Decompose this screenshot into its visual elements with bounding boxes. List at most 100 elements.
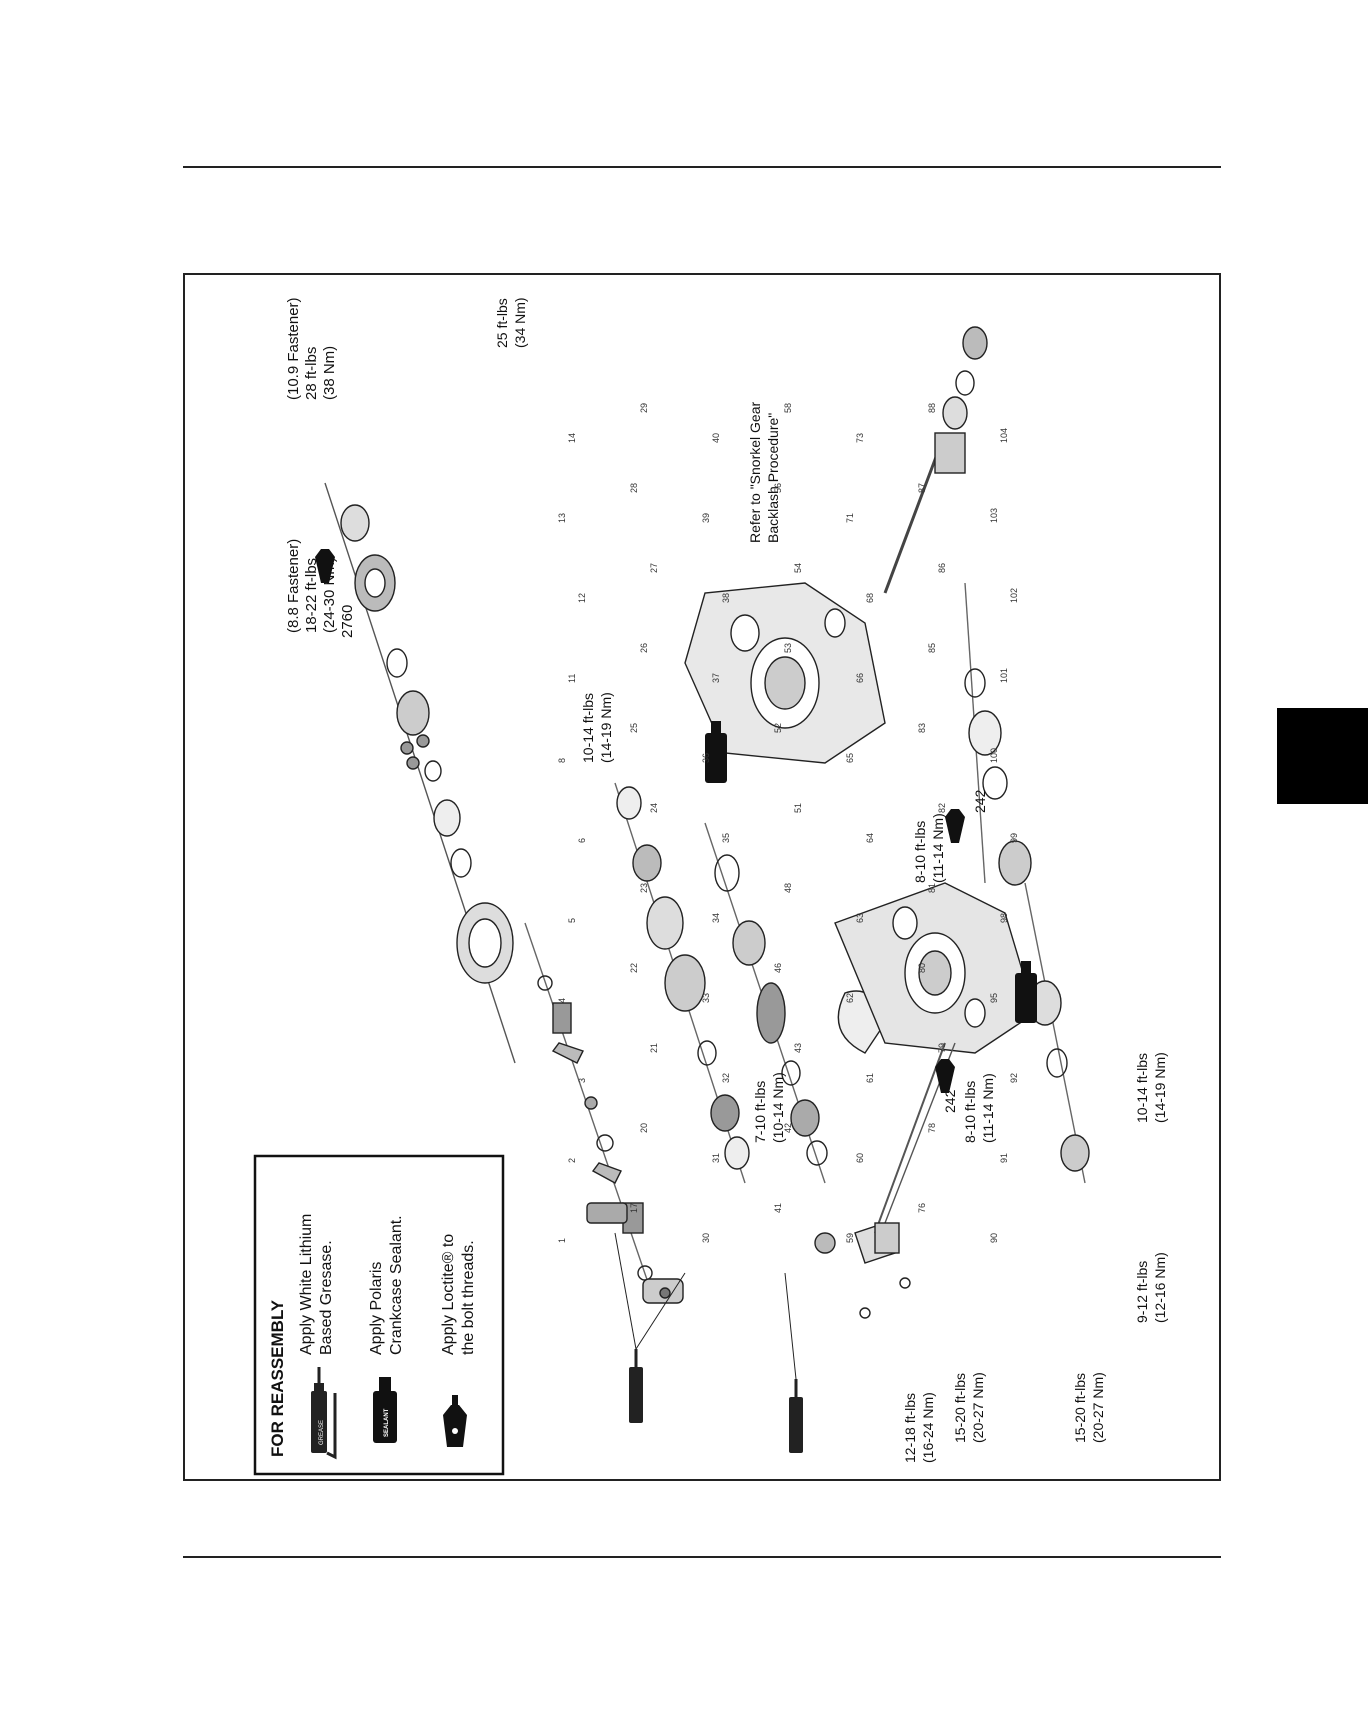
part-number-label: 43: [793, 1043, 803, 1053]
part-number-label: 76: [917, 1203, 927, 1213]
diagram-loctite-icon-1: [315, 549, 335, 583]
diagram-sealant-tube-1: [705, 721, 727, 783]
part-number-label: 21: [649, 1043, 659, 1053]
part-number-label: 60: [855, 1153, 865, 1163]
legend-line-3a: Apply Loctite® to: [440, 1234, 457, 1355]
part-number-label: 62: [845, 993, 855, 1003]
part-number-label: 22: [629, 963, 639, 973]
legend-line-2a: Apply Polaris: [368, 1262, 385, 1355]
part-number-label: 59: [845, 1233, 855, 1243]
part-number-label: 78: [927, 1123, 937, 1133]
part-number-label: 40: [711, 433, 721, 443]
part-number-label: 28: [629, 483, 639, 493]
part-number-label: 1: [557, 1238, 567, 1243]
callout-15-20-b-1: 15-20 ft-lbs: [952, 1373, 968, 1443]
part-number-label: 33: [701, 993, 711, 1003]
part-number-label: 34: [711, 913, 721, 923]
diagram-grease-tube-2: [784, 1272, 803, 1453]
part-number-label: 13: [557, 513, 567, 523]
upper-gear-stack: [324, 482, 516, 1064]
part-number-label: 79: [937, 1043, 947, 1053]
reassembly-legend: FOR REASSEMBLY GREASE Apply White Lithiu…: [253, 1154, 505, 1476]
part-number-label: 58: [783, 403, 793, 413]
diagram-loctite-icon-2: [945, 809, 965, 843]
part-number-label: 35: [721, 833, 731, 843]
part-number-label: 8: [557, 758, 567, 763]
callout-25-1: 25 ft-lbs: [494, 298, 510, 348]
snorkel-shaft: [883, 326, 988, 594]
part-number-label: 80: [917, 963, 927, 973]
part-number-label: 95: [989, 993, 999, 1003]
part-number-layer: 1234568111213141720212223242526272829303…: [557, 403, 1019, 1243]
part-number-label: 102: [1009, 588, 1019, 603]
shift-fork-row: [524, 922, 656, 1304]
chapter-tab[interactable]: [1277, 708, 1368, 804]
part-number-label: 25: [629, 723, 639, 733]
callout-10-14-a-1: 10-14 ft-lbs: [580, 693, 596, 763]
diagram-grease-tube-1: [614, 1232, 686, 1423]
sealant-tube-icon: SEALANT: [373, 1377, 397, 1443]
part-number-label: 83: [917, 723, 927, 733]
grease-tube-icon: GREASE: [311, 1367, 337, 1460]
part-number-label: 52: [773, 723, 783, 733]
legend-line-2b: Crankcase Sealant.: [388, 1215, 405, 1355]
part-number-label: 99: [1009, 833, 1019, 843]
part-number-label: 101: [999, 668, 1009, 683]
legend-title: FOR REASSEMBLY: [268, 1299, 287, 1457]
part-number-label: 68: [865, 593, 875, 603]
callout-12-18-1: 12-18 ft-lbs: [902, 1393, 918, 1463]
callout-8-8-2: 18-22 ft-lbs: [303, 558, 320, 633]
callout-8-10-a-1: 8-10 ft-lbs: [912, 821, 928, 883]
grease-tag: GREASE: [319, 1420, 325, 1445]
callout-10-14-b-1: 10-14 ft-lbs: [1134, 1053, 1150, 1123]
header-rule: [183, 166, 1221, 168]
diagram-sealant-tube-2: [1015, 961, 1037, 1023]
part-number-label: 27: [649, 563, 659, 573]
callout-10-9-1: (10.9 Fastener): [285, 297, 302, 400]
part-number-label: 26: [639, 643, 649, 653]
part-number-label: 38: [721, 593, 731, 603]
callout-10-14-a-2: (14-19 Nm): [598, 692, 614, 763]
part-number-label: 46: [773, 963, 783, 973]
part-number-label: 4: [557, 998, 567, 1003]
part-number-label: 5: [567, 918, 577, 923]
part-number-label: 82: [937, 803, 947, 813]
callout-snorkel-1: Refer to "Snorkel Gear: [747, 402, 763, 543]
part-number-label: 24: [649, 803, 659, 813]
callout-10-9-3: (38 Nm): [321, 346, 338, 400]
callout-15-20-a-1: 15-20 ft-lbs: [1072, 1373, 1088, 1443]
callout-25-2: (34 Nm): [512, 297, 528, 348]
middle-gear-column: [614, 782, 750, 1184]
part-number-label: 81: [927, 883, 937, 893]
part-number-label: 12: [577, 593, 587, 603]
part-number-label: 85: [927, 643, 937, 653]
front-housing: [684, 582, 886, 764]
part-number-label: 41: [773, 1203, 783, 1213]
callout-10-9-2: 28 ft-lbs: [303, 347, 320, 400]
callout-15-20-a-2: (20-27 Nm): [1090, 1372, 1106, 1443]
exploded-view-frame: FOR REASSEMBLY GREASE Apply White Lithiu…: [183, 273, 1221, 1481]
part-number-label: 71: [845, 513, 855, 523]
callout-8-8-1: (8.8 Fastener): [285, 539, 302, 633]
part-number-label: 37: [711, 673, 721, 683]
legend-line-1b: Based Gresase.: [318, 1240, 335, 1355]
part-number-label: 88: [927, 403, 937, 413]
part-number-label: 98: [999, 913, 1009, 923]
rear-housing: [834, 882, 1036, 1254]
callout-loctite-242-b: 242: [942, 1089, 958, 1113]
callout-loctite-2760: 2760: [339, 605, 356, 638]
callout-9-12-1: 9-12 ft-lbs: [1134, 1261, 1150, 1323]
part-number-label: 63: [855, 913, 865, 923]
callout-15-20-b-2: (20-27 Nm): [970, 1372, 986, 1443]
part-number-label: 39: [701, 513, 711, 523]
part-number-label: 6: [577, 838, 587, 843]
part-number-label: 36: [701, 753, 711, 763]
part-number-label: 100: [989, 748, 999, 763]
part-number-label: 51: [793, 803, 803, 813]
part-number-label: 64: [865, 833, 875, 843]
callout-10-14-b-2: (14-19 Nm): [1152, 1052, 1168, 1123]
diagram-loctite-icon-3: [935, 1059, 955, 1093]
part-number-label: 87: [917, 483, 927, 493]
torque-callouts: (8.8 Fastener) 18-22 ft-lbs (24-30 Nm) 2…: [285, 297, 1168, 1463]
part-number-label: 56: [773, 483, 783, 493]
